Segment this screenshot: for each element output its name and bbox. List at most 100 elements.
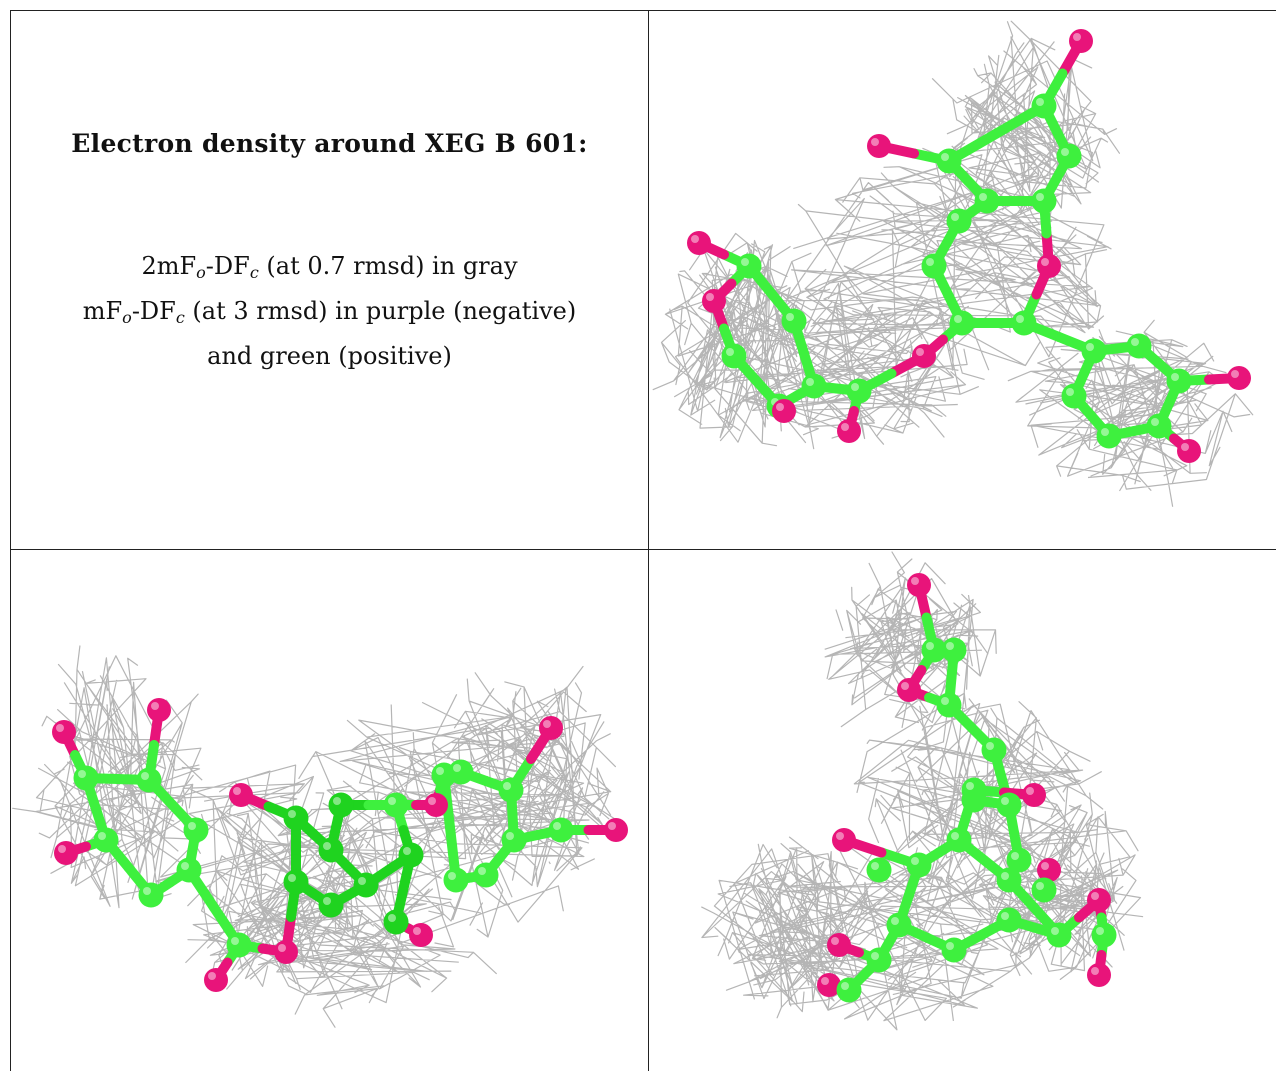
carbon-atom xyxy=(398,842,424,868)
oxygen-atom xyxy=(204,968,228,992)
carbon-atom xyxy=(946,208,972,234)
oxygen-atom xyxy=(604,818,628,842)
carbon-atom xyxy=(941,637,967,663)
carbon-atom xyxy=(906,852,932,878)
carbon-atom xyxy=(949,310,975,336)
carbon-atom xyxy=(318,837,344,863)
carbon-atom xyxy=(1011,310,1037,336)
density-mesh xyxy=(652,20,1254,507)
carbon-atom xyxy=(73,765,99,791)
carbon-atom xyxy=(996,867,1022,893)
carbon-atom xyxy=(1046,922,1072,948)
carbon-atom xyxy=(886,912,912,938)
oxygen-atom xyxy=(229,783,253,807)
carbon-atom xyxy=(921,253,947,279)
carbon-atom xyxy=(996,792,1022,818)
carbon-atom xyxy=(318,892,344,918)
density-mesh-render-2 xyxy=(12,645,628,1028)
figure-heading: Electron density around XEG B 601: xyxy=(71,129,588,158)
carbon-atom xyxy=(961,777,987,803)
carbon-atom xyxy=(996,907,1022,933)
density-mesh xyxy=(701,551,1144,1031)
table-divider-vertical xyxy=(648,10,649,1071)
carbon-atom xyxy=(936,148,962,174)
oxygen-atom xyxy=(539,716,563,740)
oxygen-atom xyxy=(274,940,298,964)
carbon-atom xyxy=(1091,922,1117,948)
carbon-atom xyxy=(736,253,762,279)
oxygen-atom xyxy=(837,419,861,443)
carbon-atom xyxy=(946,827,972,853)
carbon-atom xyxy=(1006,847,1032,873)
carbon-atom xyxy=(1031,877,1057,903)
oxygen-atom xyxy=(702,289,726,313)
oxygen-atom xyxy=(827,933,851,957)
carbon-atom xyxy=(353,872,379,898)
carbon-atom xyxy=(1061,383,1087,409)
carbon-atom xyxy=(138,882,164,908)
carbon-atom xyxy=(183,817,209,843)
carbon-atom xyxy=(448,759,474,785)
oxygen-atom xyxy=(1087,888,1111,912)
oxygen-atom xyxy=(1037,254,1061,278)
oxygen-atom xyxy=(912,344,936,368)
carbon-atom xyxy=(1081,338,1107,364)
density-mesh-render-1 xyxy=(652,20,1254,507)
density-mesh-render-3 xyxy=(701,551,1144,1031)
carbon-atom xyxy=(1146,413,1172,439)
oxygen-atom xyxy=(424,793,448,817)
molecule-view-1 xyxy=(649,11,1276,549)
oxygen-atom xyxy=(1177,439,1201,463)
carbon-atom xyxy=(226,932,252,958)
carbon-atom xyxy=(936,692,962,718)
carbon-atom xyxy=(1126,333,1152,359)
carbon-atom xyxy=(501,827,527,853)
carbon-atom xyxy=(176,857,202,883)
oxygen-atom xyxy=(1227,366,1251,390)
oxygen-atom xyxy=(867,134,891,158)
carbon-atom xyxy=(866,947,892,973)
oxygen-atom xyxy=(1022,783,1046,807)
oxygen-atom xyxy=(52,720,76,744)
carbon-atom xyxy=(1031,188,1057,214)
carbon-atom xyxy=(781,308,807,334)
carbon-atom xyxy=(283,805,309,831)
carbon-atom xyxy=(866,857,892,883)
carbon-atom xyxy=(383,909,409,935)
oxygen-atom xyxy=(1037,858,1061,882)
carbon-atom xyxy=(1031,93,1057,119)
oxygen-atom xyxy=(687,231,711,255)
oxygen-atom xyxy=(1069,29,1093,53)
carbon-atom xyxy=(941,937,967,963)
carbon-atom xyxy=(974,188,1000,214)
legend-line-3: and green (positive) xyxy=(207,342,452,370)
ligand-model xyxy=(817,573,1117,1003)
table-divider-horizontal xyxy=(10,549,1276,550)
carbon-atom xyxy=(283,869,309,895)
oxygen-atom xyxy=(1087,963,1111,987)
ligand-model xyxy=(52,698,628,992)
carbon-atom xyxy=(1166,368,1192,394)
carbon-atom xyxy=(836,977,862,1003)
carbon-atom xyxy=(846,378,872,404)
oxygen-atom xyxy=(817,973,841,997)
carbon-atom xyxy=(136,767,162,793)
molecule-view-2 xyxy=(11,550,648,1071)
carbon-atom xyxy=(1096,423,1122,449)
legend-line-fo-fc: mFo-DFc (at 3 rmsd) in purple (negative) xyxy=(82,297,577,327)
table-border-top xyxy=(10,10,1276,11)
density-legend: 2mFo-DFc (at 0.7 rmsd) in gray mFo-DFc (… xyxy=(11,247,648,375)
carbon-atom xyxy=(443,867,469,893)
carbon-atom xyxy=(93,827,119,853)
molecule-view-3 xyxy=(649,550,1276,1071)
carbon-atom xyxy=(328,792,354,818)
oxygen-atom xyxy=(147,698,171,722)
oxygen-atom xyxy=(54,841,78,865)
ligand-model xyxy=(687,29,1251,463)
carbon-atom xyxy=(383,792,409,818)
oxygen-atom xyxy=(409,923,433,947)
carbon-atom xyxy=(548,817,574,843)
oxygen-atom xyxy=(907,573,931,597)
carbon-atom xyxy=(921,637,947,663)
legend-line-2fo-fc: 2mFo-DFc (at 0.7 rmsd) in gray xyxy=(141,252,518,282)
